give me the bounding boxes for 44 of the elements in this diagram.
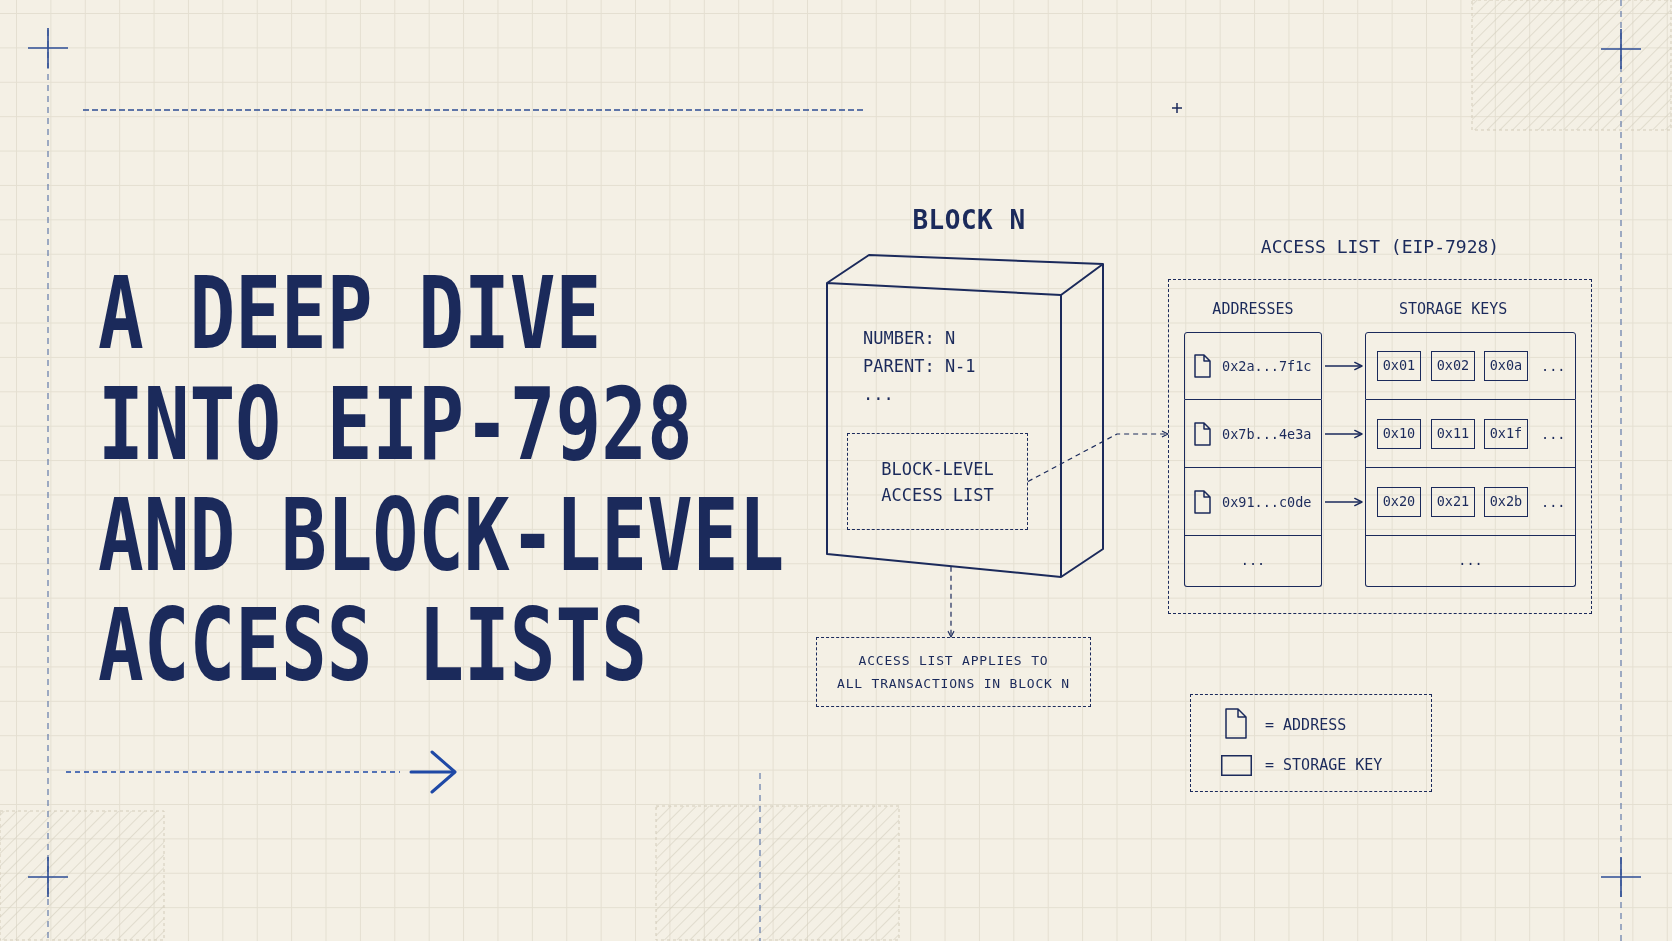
storage-key: 0x01 [1377, 351, 1421, 381]
column-heading: ADDRESSES [1212, 299, 1294, 319]
storage-key: 0x0a [1484, 351, 1528, 381]
storage-key: 0x02 [1431, 351, 1475, 381]
table-row [1365, 536, 1576, 587]
ellipsis-text: ... [1541, 357, 1566, 375]
field-text: NUMBER: N [863, 327, 956, 350]
storage-key: 0x21 [1431, 487, 1475, 517]
table-row [1365, 400, 1576, 468]
dashed-arrow [1027, 430, 1169, 483]
storage-key: 0x1f [1484, 419, 1528, 449]
table-row [1184, 536, 1322, 587]
dashed-frame [816, 637, 1091, 707]
ellipsis-text: ... [1541, 493, 1566, 511]
table-row [1365, 332, 1576, 400]
ellipsis-text: ... [1458, 550, 1483, 569]
dashed-frame [847, 433, 1028, 530]
table-row [1184, 332, 1322, 400]
table-row [1184, 400, 1322, 468]
address-text: 0x7b...4e3a [1222, 425, 1312, 443]
frame-label: BLOCK-LEVEL ACCESS LIST [881, 457, 994, 507]
storage-key: 0x11 [1431, 419, 1475, 449]
field-text: ... [863, 383, 894, 406]
storage-key: 0x10 [1377, 419, 1421, 449]
field-text: PARENT: N-1 [863, 355, 976, 378]
storage-key: 0x2b [1484, 487, 1528, 517]
panel-heading: ACCESS LIST (EIP-7928) [1260, 235, 1500, 259]
arrow [1324, 497, 1363, 507]
address-text: 0x2a...7f1c [1222, 357, 1312, 375]
arrow [1324, 361, 1363, 371]
ellipsis-text: ... [1541, 425, 1566, 443]
note-text: ACCESS LIST APPLIES TO ALL TRANSACTIONS IN BLOCK N [837, 652, 1070, 693]
table-row [1184, 468, 1322, 536]
address-text: 0x91...c0de [1222, 493, 1312, 511]
ellipsis-text: ... [1240, 550, 1266, 569]
legend-text: = ADDRESS [1265, 715, 1347, 735]
column-heading: STORAGE KEYS [1399, 299, 1508, 319]
page-title: A DEEP DIVE INTO EIP-7928 AND BLOCK-LEVEL ACCESS LISTS [98, 258, 785, 702]
storage-key: 0x20 [1377, 487, 1421, 517]
legend-text: = STORAGE KEY [1265, 755, 1383, 775]
arrow [1324, 429, 1363, 439]
dashed-arrow [947, 566, 955, 638]
table-row [1365, 468, 1576, 536]
block-heading: BLOCK N [912, 205, 1026, 235]
